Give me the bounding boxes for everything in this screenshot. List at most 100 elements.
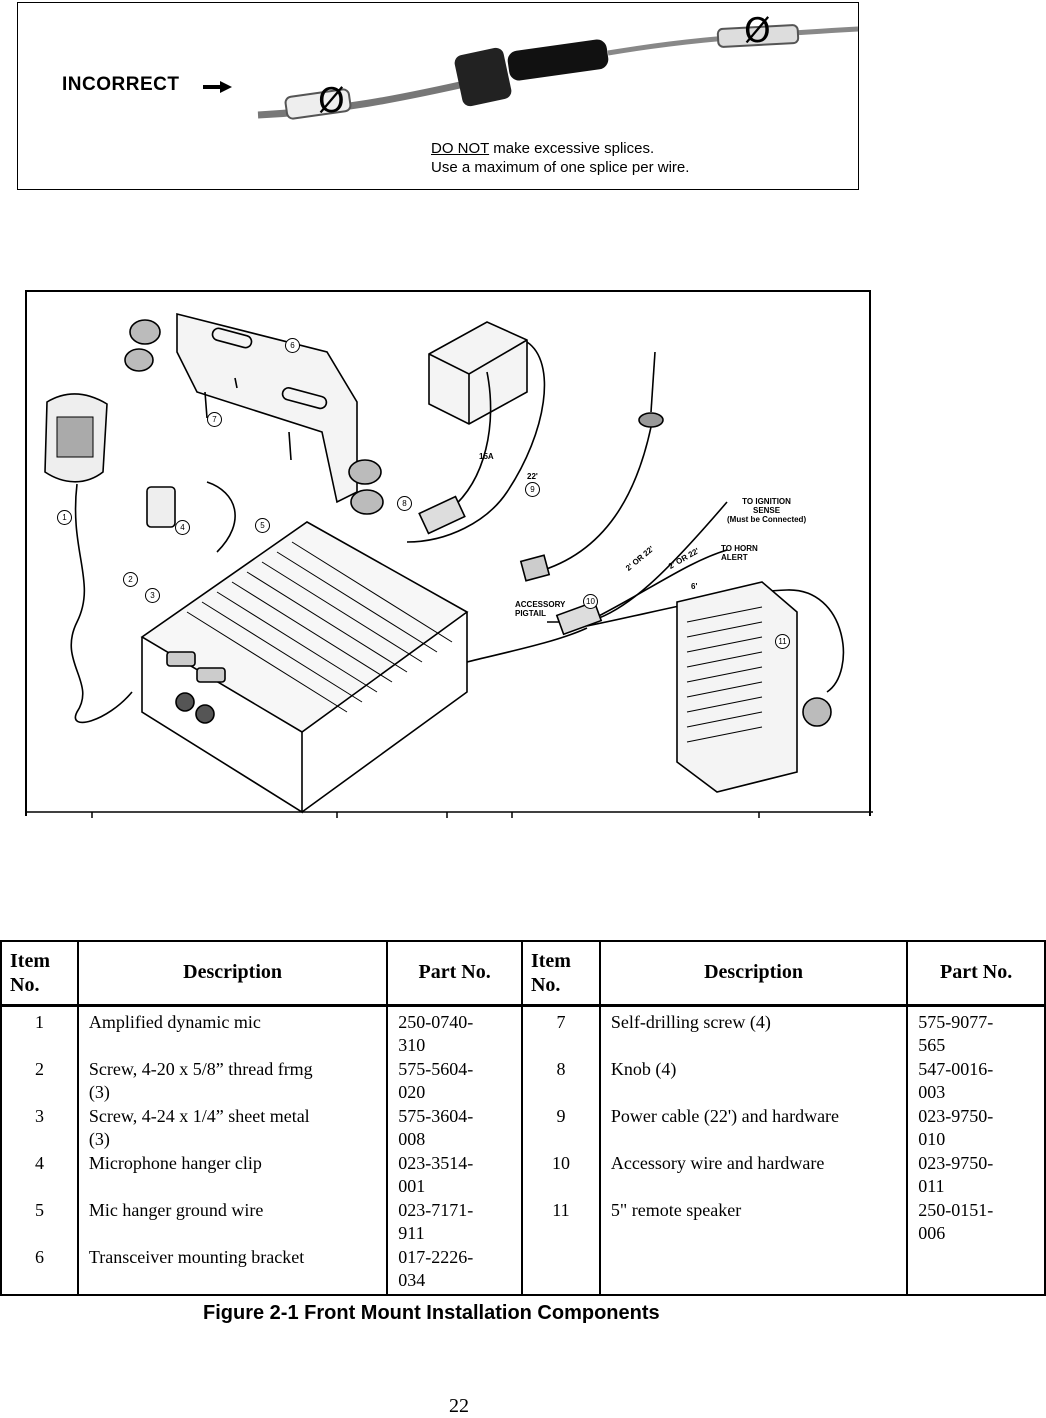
item-description: Transceiver mounting bracket [89,1246,376,1293]
callout-10: 10 [583,594,598,609]
item-description: Screw, 4-24 x 1/4” sheet metal(3) [89,1105,376,1152]
splice-illustration [203,24,859,120]
label-ignition-2: SENSE [752,506,781,515]
header-part-no-right: Part No. [906,940,1046,1006]
callout-6: 6 [285,338,300,353]
part-number-line: 023-7171- [398,1199,474,1220]
note-line1: make excessive splices. [489,140,655,157]
part-number-line: 250-0740- [398,1011,474,1032]
description-line: Transceiver mounting bracket [88,1246,305,1267]
item-description: Knob (4) [611,1058,896,1105]
label-accessory-2: PIGTAIL [515,609,546,618]
description-line: Accessory wire and hardware [610,1152,825,1173]
installation-diagram: 15A 22' TO IGNITION SENSE (Must be Conne… [25,290,873,818]
description-line: Knob (4) [610,1058,677,1079]
callout-3: 3 [145,588,160,603]
item-part-number: 023-9750-011 [918,1152,1034,1199]
parts-table: Item No. Description Part No. Item No. D… [0,940,1046,1296]
part-number-line: 023-3514- [398,1152,474,1173]
label-power-length: 22' [527,472,538,481]
figure-caption: Figure 2-1 Front Mount Installation Comp… [203,1302,660,1324]
part-number-line: 003 [918,1081,946,1102]
callout-9: 9 [525,482,540,497]
part-number-line: 547-0016- [918,1058,994,1079]
callout-7: 7 [207,412,222,427]
description-line: Mic hanger ground wire [88,1199,264,1220]
part-number-line: 911 [398,1222,425,1243]
part-number-line: 017-2226- [398,1246,474,1267]
item-number: 6 [34,1246,44,1267]
item-number: 9 [556,1105,566,1126]
null-symbol-left: Ø [318,81,345,121]
part-number-line: 250-0151- [918,1199,994,1220]
label-length-c: 6' [691,582,698,591]
item-description: Screw, 4-20 x 5/8” thread frmg(3) [89,1058,376,1105]
label-fuse: 15A [479,452,494,461]
part-number-line: 034 [398,1269,426,1290]
description-line: Screw, 4-24 x 1/4” sheet metal [88,1105,310,1126]
item-number: 11 [552,1199,570,1220]
item-description: 5" remote speaker [611,1199,896,1246]
description-line: Power cable (22') and hardware [610,1105,840,1126]
callout-8: 8 [397,496,412,511]
label-ignition: TO IGNITION SENSE (Must be Connected) [727,497,806,524]
part-number-line: 565 [918,1034,946,1055]
description-line: Screw, 4-20 x 5/8” thread frmg [88,1058,313,1079]
item-description: Power cable (22') and hardware [611,1105,896,1152]
part-number-line: 575-3604- [398,1105,474,1126]
item-number: 3 [34,1105,44,1126]
item-number: 10 [551,1152,570,1173]
item-description: Self-drilling screw (4) [611,1011,896,1058]
item-number: 8 [556,1058,566,1079]
callout-5: 5 [255,518,270,533]
callout-2: 2 [123,572,138,587]
right-description-column: Self-drilling screw (4) Knob (4) Power cab… [598,1003,909,1296]
part-number-line: 310 [398,1034,426,1055]
description-line: Self-drilling screw (4) [610,1011,771,1032]
splice-warning-panel: INCORRECT Ø Ø DO NOT make excessive spli… [17,2,859,190]
do-not-emphasis: DO NOT [431,140,490,157]
table-header-row: Item No. Description Part No. Item No. D… [0,940,1046,1006]
item-part-number: 250-0151-006 [918,1199,1034,1246]
incorrect-label: INCORRECT [62,74,180,95]
note-line2: Use a maximum of one splice per wire. [431,159,690,176]
description-line: (3) [88,1128,110,1149]
item-part-number: 023-3514-001 [398,1152,511,1199]
item-description: Mic hanger ground wire [89,1199,376,1246]
item-part-number: 250-0740-310 [398,1011,511,1058]
part-number-line: 575-9077- [918,1011,994,1032]
description-line: Amplified dynamic mic [88,1011,261,1032]
part-number-line: 010 [918,1128,946,1149]
part-number-line: 020 [398,1081,426,1102]
part-number-line: 023-9750- [918,1105,994,1126]
item-description: Microphone hanger clip [89,1152,376,1199]
label-horn-2: ALERT [721,553,748,562]
item-part-number: 023-7171-911 [398,1199,511,1246]
installation-illustration [27,312,873,818]
item-description: Amplified dynamic mic [89,1011,376,1058]
item-part-number: 017-2226-034 [398,1246,511,1293]
item-number: 7 [556,1011,566,1032]
header-part-no-left: Part No. [386,940,523,1006]
item-part-number: 023-9750-010 [918,1105,1034,1152]
callout-11: 11 [775,634,790,649]
item-part-number: 547-0016-003 [918,1058,1034,1105]
right-item-column: 7 8 9 10 11 [520,1003,601,1296]
part-number-line: 011 [918,1175,945,1196]
label-ignition-1: TO IGNITION [742,497,791,506]
label-accessory: ACCESSORY PIGTAIL [515,600,565,618]
item-part-number: 575-9077-565 [918,1011,1034,1058]
page-number: 22 [449,1395,469,1417]
item-part-number: 575-5604-020 [398,1058,511,1105]
null-symbol-right: Ø [744,11,771,51]
header-description-right: Description [598,940,909,1006]
label-horn-1: TO HORN [721,544,758,553]
label-ignition-3: (Must be Connected) [727,515,807,524]
part-number-line: 575-5604- [398,1058,474,1079]
header-item-no-right: Item No. [520,940,601,1006]
label-horn: TO HORN ALERT [721,544,758,562]
